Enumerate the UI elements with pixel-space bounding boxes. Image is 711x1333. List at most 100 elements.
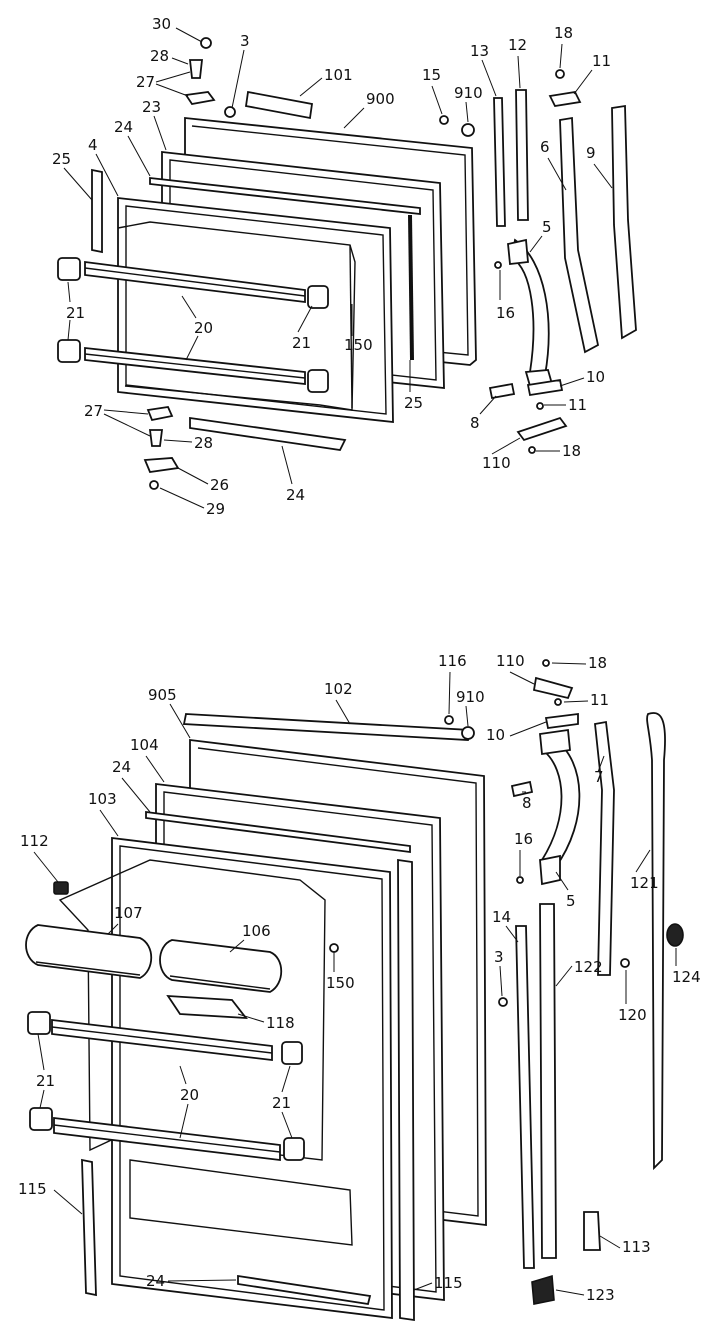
callout-label: 27 bbox=[84, 402, 103, 420]
callout-label: 20 bbox=[194, 319, 213, 337]
callout-label: 113 bbox=[622, 1238, 651, 1256]
callout-label: 21 bbox=[66, 304, 85, 322]
rail-bracket bbox=[307, 285, 329, 309]
rail-bracket bbox=[281, 1041, 303, 1065]
callout-label: 30 bbox=[152, 15, 171, 33]
callout-label: 11 bbox=[568, 396, 587, 414]
hinge-pin bbox=[148, 429, 164, 447]
shelf-rail-upper bbox=[51, 1018, 273, 1062]
callout-label: 123 bbox=[586, 1286, 615, 1304]
callout-label: 24 bbox=[146, 1272, 165, 1290]
hinge-cover bbox=[532, 676, 574, 700]
dairy-bin-left bbox=[25, 924, 153, 979]
callout-label: 5 bbox=[566, 892, 576, 910]
handle-cap bbox=[244, 90, 314, 120]
hinge-plate bbox=[143, 457, 180, 473]
callout-label: 11 bbox=[592, 52, 611, 70]
callout-label: 910 bbox=[456, 688, 485, 706]
rail-bracket bbox=[283, 1137, 305, 1161]
callout-label: 3 bbox=[240, 32, 250, 50]
hinge-bushing bbox=[184, 91, 216, 105]
callout-label: 24 bbox=[112, 758, 131, 776]
shelf-rail-lower bbox=[53, 1116, 281, 1162]
callout-label: 103 bbox=[88, 790, 117, 808]
handle-cap bbox=[488, 382, 516, 400]
breaker-strip bbox=[189, 416, 347, 451]
callout-label: 8 bbox=[470, 414, 480, 432]
screw bbox=[494, 261, 502, 269]
door-stop bbox=[666, 923, 684, 947]
handle-insert bbox=[611, 104, 637, 340]
callout-label: 10 bbox=[486, 726, 505, 744]
screw bbox=[498, 997, 508, 1007]
rail-bracket bbox=[57, 257, 81, 281]
door-handle bbox=[540, 738, 581, 870]
side-strip bbox=[81, 1158, 97, 1297]
breaker-strip bbox=[237, 1274, 372, 1306]
door-stop-strip bbox=[493, 97, 506, 227]
handle-insert bbox=[646, 712, 666, 1171]
callout-label: 10 bbox=[586, 368, 605, 386]
callout-label: 18 bbox=[588, 654, 607, 672]
callout-label: 122 bbox=[574, 958, 603, 976]
screw bbox=[444, 715, 454, 725]
screw bbox=[516, 876, 524, 884]
callout-label: 112 bbox=[20, 832, 49, 850]
hinge-cover bbox=[516, 416, 568, 442]
callout-label: 15 bbox=[422, 66, 441, 84]
rail-bracket bbox=[307, 369, 329, 393]
top-trim bbox=[182, 713, 472, 741]
callout-label: 16 bbox=[514, 830, 533, 848]
callout-label: 26 bbox=[210, 476, 229, 494]
screw bbox=[554, 698, 562, 706]
callout-label: 150 bbox=[326, 974, 355, 992]
callout-label: 28 bbox=[194, 434, 213, 452]
screw bbox=[620, 958, 630, 968]
door-liner-frame bbox=[111, 836, 393, 1320]
callout-label: 110 bbox=[482, 454, 511, 472]
hinge-bracket bbox=[531, 1274, 555, 1305]
callout-label: 25 bbox=[404, 394, 423, 412]
dairy-bin-right bbox=[159, 939, 283, 993]
callout-label: 13 bbox=[470, 42, 489, 60]
callout-label: 24 bbox=[286, 486, 305, 504]
callout-label: 23 bbox=[142, 98, 161, 116]
upper-callouts: 30 28 3 101 27 23 24 4 25 21 20 150 25 2… bbox=[52, 15, 613, 518]
hinge-bushing bbox=[146, 406, 174, 422]
lower-door-assembly bbox=[25, 659, 684, 1322]
callout-label: 25 bbox=[52, 150, 71, 168]
callout-label: 3 bbox=[494, 948, 504, 966]
lower-callouts: 116 110 18 910 11 102 905 104 24 103 112… bbox=[18, 652, 701, 1304]
door-stop-strip bbox=[515, 925, 535, 1269]
callout-label: 5 bbox=[542, 218, 552, 236]
bracket bbox=[548, 91, 582, 107]
door-tray bbox=[166, 994, 248, 1020]
handle-cap bbox=[510, 780, 534, 798]
callout-label: 4 bbox=[88, 136, 98, 154]
breaker-strip bbox=[145, 810, 411, 854]
callout-label: 24 bbox=[114, 118, 133, 136]
callout-label: 110 bbox=[496, 652, 525, 670]
callout-label: 18 bbox=[562, 442, 581, 460]
screw bbox=[528, 446, 536, 454]
screw bbox=[149, 480, 159, 490]
handle-trim bbox=[559, 116, 600, 354]
callout-label: 106 bbox=[242, 922, 271, 940]
callout-label: 905 bbox=[148, 686, 177, 704]
shelf-rail-lower bbox=[84, 346, 306, 386]
callout-label: 107 bbox=[114, 904, 143, 922]
callout-label: 11 bbox=[590, 691, 609, 709]
callout-label: 116 bbox=[438, 652, 467, 670]
shelf-rail-upper bbox=[84, 260, 306, 304]
door-stop-strip bbox=[539, 903, 557, 1259]
callout-label: 115 bbox=[434, 1274, 463, 1292]
plug-button bbox=[461, 726, 475, 740]
callout-label: 7 bbox=[594, 768, 604, 786]
callout-label: 124 bbox=[672, 968, 701, 986]
door-stop-strip bbox=[515, 89, 529, 221]
callout-label: 102 bbox=[324, 680, 353, 698]
breaker-strip bbox=[149, 176, 421, 216]
callout-label: 121 bbox=[630, 874, 659, 892]
callout-label: 16 bbox=[496, 304, 515, 322]
